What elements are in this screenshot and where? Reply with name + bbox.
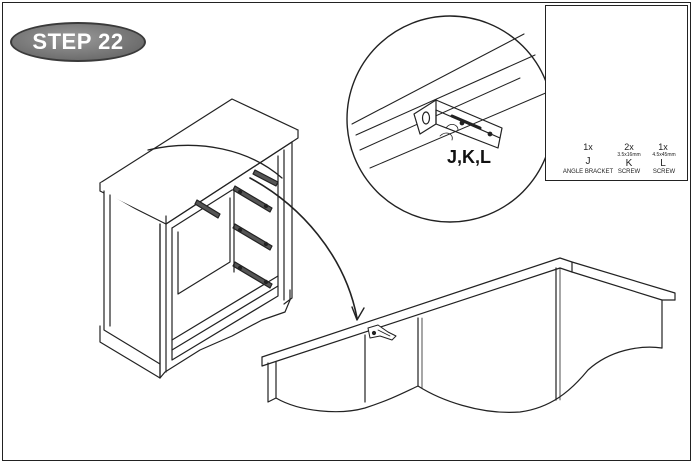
part-j-name: ANGLE BRACKET: [562, 169, 614, 175]
part-l-size: 4.5x45mm: [652, 152, 676, 158]
part-k-letter: K: [625, 158, 633, 169]
part-k-qty: 2x: [624, 142, 634, 152]
part-j-qty: 1x: [583, 142, 593, 152]
part-k-size: 3.5x16mm: [617, 152, 641, 158]
part-j-letter: J: [585, 156, 591, 167]
back-panel-detail: [261, 257, 676, 413]
part-l-name: SCREW: [652, 169, 676, 175]
part-l-letter: L: [660, 158, 666, 169]
cabinet-drawing: [99, 98, 299, 379]
part-k-name: SCREW: [617, 169, 641, 175]
part-l-qty: 1x: [658, 142, 668, 152]
step-badge: STEP 22: [10, 22, 146, 62]
parts-list-box: [545, 5, 688, 181]
detail-magnifier: [346, 15, 554, 223]
callout-parts-label: J,K,L: [447, 147, 492, 167]
step-label: STEP 22: [32, 29, 124, 54]
